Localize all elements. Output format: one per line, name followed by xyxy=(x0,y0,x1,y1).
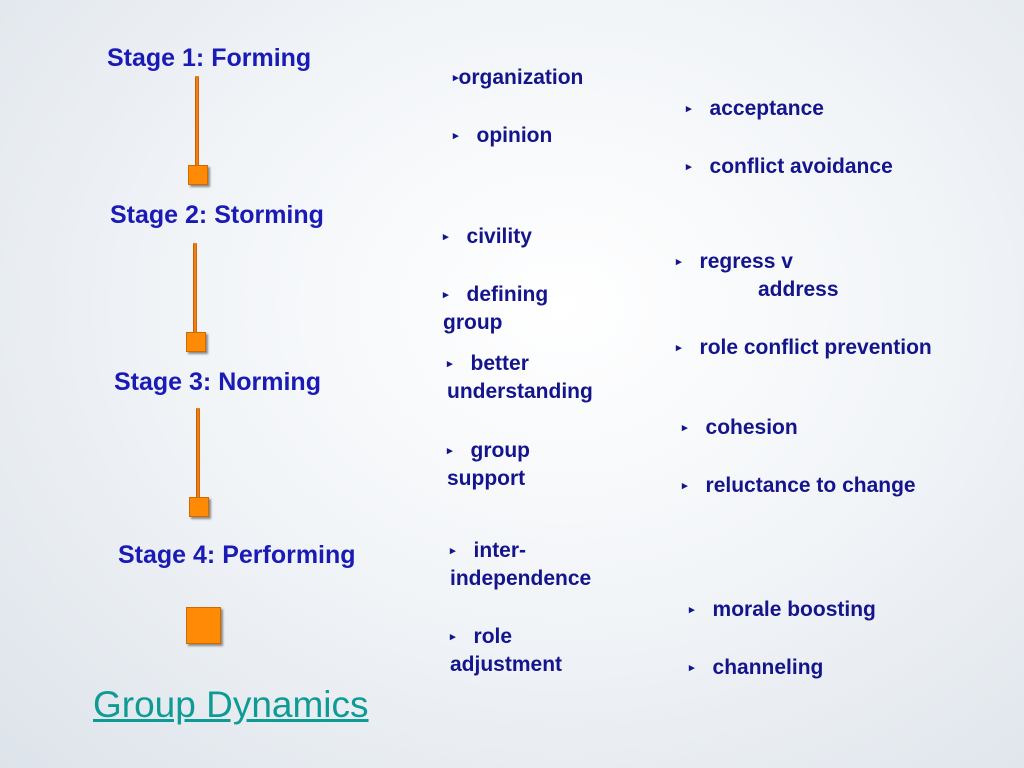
trait-item: ▸ civility xyxy=(443,223,532,251)
outcome-item: ▸ regress v address xyxy=(676,248,839,304)
stage-3-heading: Stage 3: Norming xyxy=(114,368,321,396)
item-text: regress v xyxy=(699,250,793,273)
bullet-arrow-icon: ▸ xyxy=(453,72,459,84)
item-text: morale boosting xyxy=(712,598,876,621)
item-text-line2: group xyxy=(443,311,503,334)
stage-2-marker xyxy=(186,332,206,352)
item-text: conflict avoidance xyxy=(709,155,893,178)
trait-item: ▸ opinion xyxy=(453,122,552,150)
stage-2-heading: Stage 2: Storming xyxy=(110,201,324,229)
item-text: group xyxy=(470,439,531,462)
bullet-arrow-icon: ▸ xyxy=(443,231,449,243)
bullet-arrow-icon: ▸ xyxy=(676,256,682,268)
bullet-arrow-icon: ▸ xyxy=(686,103,692,115)
item-text-line2: adjustment xyxy=(450,653,563,676)
bullet-arrow-icon: ▸ xyxy=(450,631,456,643)
item-text: better xyxy=(470,352,529,375)
bullet-arrow-icon: ▸ xyxy=(450,545,456,557)
outcome-item: ▸ cohesion xyxy=(682,414,798,442)
outcome-item: ▸ acceptance xyxy=(686,95,824,123)
trait-item: ▸ group support xyxy=(447,437,530,493)
stage-3-connector xyxy=(196,408,200,500)
item-text-line2: independence xyxy=(450,567,592,590)
item-text: reluctance to change xyxy=(705,474,916,497)
item-text-line2: support xyxy=(447,467,526,490)
stage-3-marker xyxy=(189,497,209,517)
item-text-line2: understanding xyxy=(447,380,593,403)
item-text: civility xyxy=(466,225,532,248)
stage-4-marker xyxy=(186,607,221,644)
outcome-item: ▸ morale boosting xyxy=(689,596,876,624)
item-text: organization xyxy=(458,66,584,89)
trait-item: ▸ inter-independence xyxy=(450,537,591,593)
item-text: opinion xyxy=(476,124,553,147)
stage-1-connector xyxy=(195,76,199,168)
group-dynamics-link[interactable]: Group Dynamics xyxy=(93,684,369,725)
item-text: acceptance xyxy=(709,97,824,120)
trait-item: ▸organization xyxy=(453,64,583,92)
bullet-arrow-icon: ▸ xyxy=(676,342,682,354)
stage-1-heading: Stage 1: Forming xyxy=(107,44,312,72)
bullet-arrow-icon: ▸ xyxy=(443,289,449,301)
item-text-line2: address xyxy=(758,278,839,301)
bullet-arrow-icon: ▸ xyxy=(686,161,692,173)
stage-2-connector xyxy=(193,243,197,335)
item-text: role xyxy=(473,625,513,648)
trait-item: ▸ role adjustment xyxy=(450,623,562,679)
stage-4-heading: Stage 4: Performing xyxy=(118,541,356,569)
trait-item: ▸ better understanding xyxy=(447,350,593,406)
outcome-item: ▸ role conflict prevention xyxy=(676,334,932,362)
item-text: channeling xyxy=(712,656,824,679)
bullet-arrow-icon: ▸ xyxy=(682,422,688,434)
bullet-arrow-icon: ▸ xyxy=(447,445,453,457)
bullet-arrow-icon: ▸ xyxy=(447,358,453,370)
outcome-item: ▸ reluctance to change xyxy=(682,472,916,500)
item-text: cohesion xyxy=(705,416,798,439)
bullet-arrow-icon: ▸ xyxy=(689,604,695,616)
bullet-arrow-icon: ▸ xyxy=(689,662,695,674)
trait-item: ▸ defining group xyxy=(443,281,548,337)
outcome-item: ▸ channeling xyxy=(689,654,823,682)
bullet-arrow-icon: ▸ xyxy=(682,480,688,492)
item-text: inter- xyxy=(473,539,527,562)
outcome-item: ▸ conflict avoidance xyxy=(686,153,893,181)
item-text: defining xyxy=(466,283,549,306)
stage-1-marker xyxy=(188,165,208,185)
item-text: role conflict prevention xyxy=(699,336,932,359)
bullet-arrow-icon: ▸ xyxy=(453,130,459,142)
